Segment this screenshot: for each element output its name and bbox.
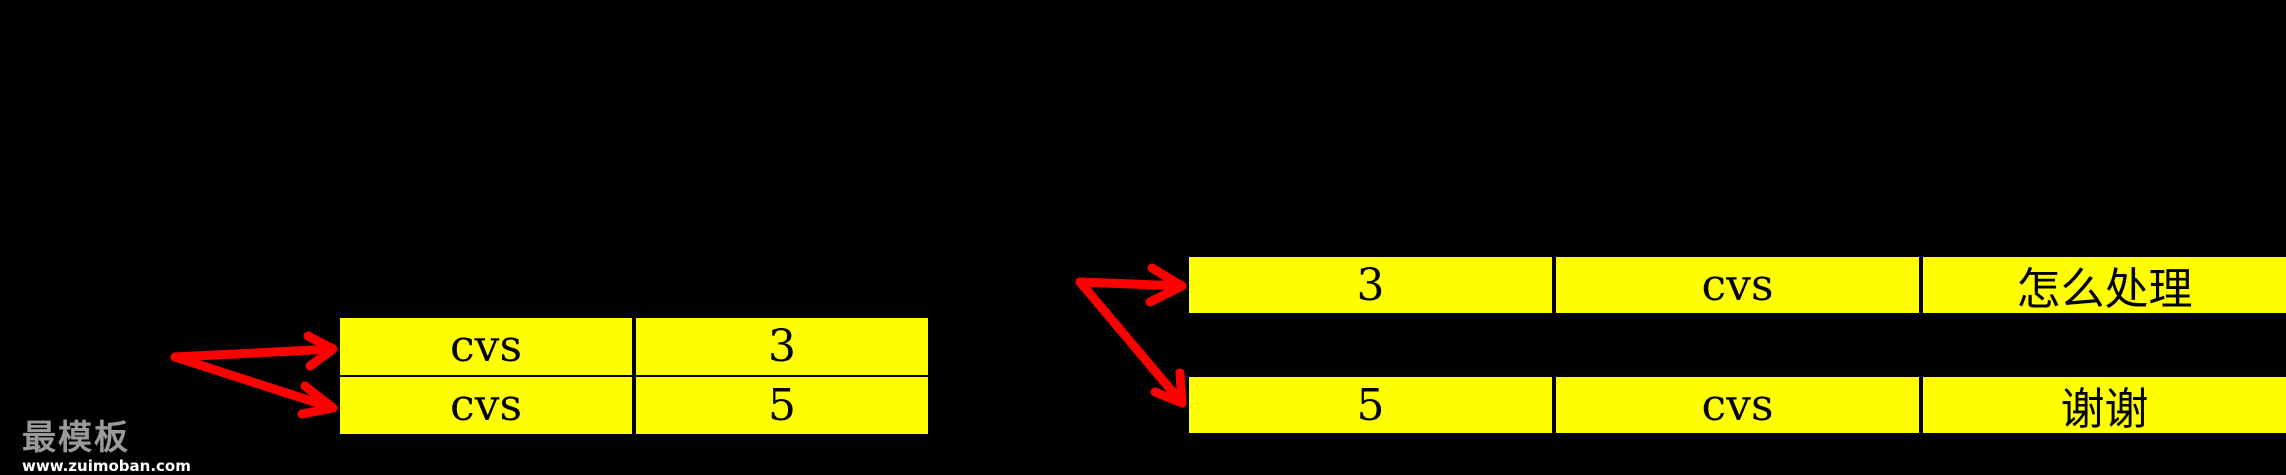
- table-cell: 怎么处理: [1921, 255, 2286, 315]
- table-cell: cvs: [1554, 255, 1921, 315]
- left-table-row-2: cvs 5: [338, 375, 930, 436]
- arrow-to-right-row-2: [1075, 277, 1187, 408]
- watermark-logo: 最模板: [22, 418, 130, 458]
- arrow-head: [1145, 263, 1187, 307]
- arrow-to-left-row-1: [170, 344, 338, 362]
- right-table-row-2: 5 cvs 谢谢: [1187, 375, 2286, 435]
- arrow-to-right-row-1: [1075, 277, 1187, 291]
- right-table-row-1: 3 cvs 怎么处理: [1187, 255, 2286, 315]
- table-cell: 5: [1187, 375, 1554, 435]
- arrow-to-left-row-2: [170, 352, 338, 413]
- table-cell: cvs: [338, 316, 634, 377]
- table-cell: 3: [1187, 255, 1554, 315]
- arrow-head: [1150, 368, 1187, 408]
- table-cell: 谢谢: [1921, 375, 2286, 435]
- table-cell: cvs: [338, 375, 634, 436]
- watermark: 最模板 www.zuimoban.com: [22, 410, 191, 475]
- watermark-url: www.zuimoban.com: [22, 457, 191, 475]
- table-cell: 5: [634, 375, 930, 436]
- table-cell: cvs: [1554, 375, 1921, 435]
- arrow-head: [303, 331, 338, 371]
- arrow-head: [297, 381, 338, 419]
